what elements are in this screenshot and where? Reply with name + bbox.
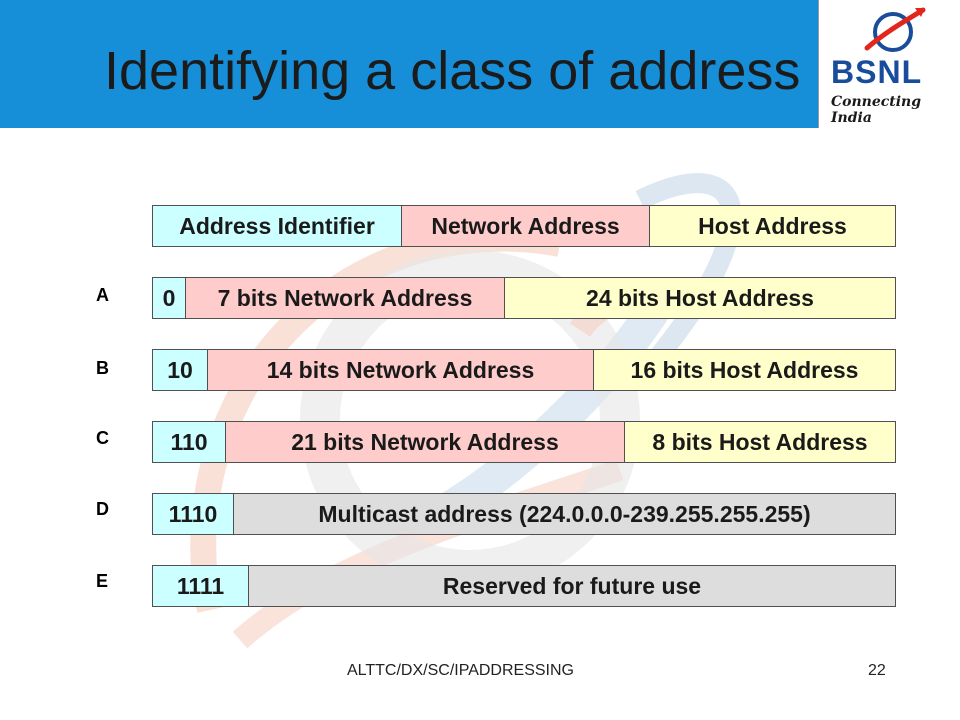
title-bar bbox=[0, 0, 818, 128]
class-a-network: 7 bits Network Address bbox=[185, 277, 505, 319]
class-c-identifier: 110 bbox=[152, 421, 226, 463]
class-c-host: 8 bits Host Address bbox=[624, 421, 896, 463]
slide-title: Identifying a class of address bbox=[104, 41, 801, 101]
slide-number: 22 bbox=[868, 662, 886, 679]
class-a-identifier: 0 bbox=[152, 277, 186, 319]
class-e-reserved: Reserved for future use bbox=[248, 565, 896, 607]
logo-brand: BSNL bbox=[831, 54, 923, 90]
class-a-host: 24 bits Host Address bbox=[504, 277, 896, 319]
class-d-label: D bbox=[96, 499, 109, 519]
class-b-network: 14 bits Network Address bbox=[207, 349, 594, 391]
class-d-identifier: 1110 bbox=[152, 493, 234, 535]
class-b-row: 10 14 bits Network Address 16 bits Host … bbox=[152, 349, 896, 391]
class-e-row: 1111 Reserved for future use bbox=[152, 565, 896, 607]
class-b-label: B bbox=[96, 358, 109, 378]
class-e-identifier: 1111 bbox=[152, 565, 249, 607]
network-address-cell: Network Address bbox=[401, 205, 650, 247]
bsnl-logo-icon bbox=[864, 7, 926, 52]
class-a-label: A bbox=[96, 285, 109, 305]
footer-course-code: ALTTC/DX/SC/IPADDRESSING bbox=[347, 662, 574, 679]
class-c-row: 110 21 bits Network Address 8 bits Host … bbox=[152, 421, 896, 463]
logo-box: BSNL Connecting India bbox=[818, 0, 960, 128]
address-identifier-cell: Address Identifier bbox=[152, 205, 402, 247]
host-address-cell: Host Address bbox=[649, 205, 896, 247]
class-c-label: C bbox=[96, 428, 109, 448]
logo-tagline: Connecting India bbox=[831, 94, 922, 126]
class-b-host: 16 bits Host Address bbox=[593, 349, 896, 391]
class-d-multicast: Multicast address (224.0.0.0-239.255.255… bbox=[233, 493, 896, 535]
class-b-identifier: 10 bbox=[152, 349, 208, 391]
class-c-network: 21 bits Network Address bbox=[225, 421, 625, 463]
address-format-header-row: Address Identifier Network Address Host … bbox=[152, 205, 896, 247]
class-d-row: 1110 Multicast address (224.0.0.0-239.25… bbox=[152, 493, 896, 535]
class-e-label: E bbox=[96, 571, 109, 591]
class-a-row: 0 7 bits Network Address 24 bits Host Ad… bbox=[152, 277, 896, 319]
